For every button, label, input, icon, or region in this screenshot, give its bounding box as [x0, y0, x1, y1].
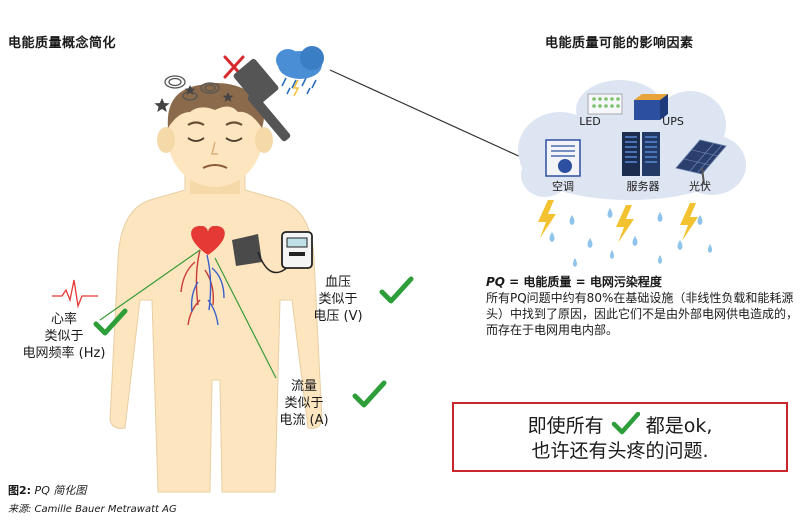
pq-heading-rest: = 电能质量 = 电网污染程度 — [505, 275, 662, 289]
lightning-icon — [538, 200, 698, 243]
star-icon — [154, 98, 170, 112]
pq-description: PQ = 电能质量 = 电网污染程度 所有PQ问题中约有80%在基础设施（非线性… — [486, 274, 802, 338]
storm-cloud-icon — [276, 46, 324, 97]
heart-rate-term: 心率 — [50, 312, 77, 327]
flow-similar: 类似于 — [284, 396, 324, 411]
hammer-icon — [233, 58, 291, 142]
air-conditioner-icon — [545, 139, 581, 177]
flow-term: 流量 — [290, 379, 317, 394]
ups-label: UPS — [662, 115, 684, 128]
left-title: 电能质量概念简化 — [8, 36, 117, 51]
heartbeat-icon — [52, 279, 98, 309]
check-icon — [611, 411, 640, 435]
ups-icon — [634, 94, 668, 120]
heart-connector — [99, 249, 201, 321]
blood-pressure-analog: 电压 (V) — [313, 309, 363, 324]
flow-analog: 电流 (A) — [279, 413, 329, 428]
flow-label: 流量 类似于 电流 (A) — [272, 378, 336, 429]
blood-pressure-label: 血压 类似于 电压 (V) — [306, 274, 370, 325]
person-figure — [109, 82, 323, 493]
callout-box: 即使所有 都是ok, 也许还有头疼的问题. — [452, 402, 788, 472]
figure-title: PQ 简化图 — [31, 484, 87, 497]
connector-line — [329, 69, 524, 159]
circulatory-system-icon — [180, 249, 225, 326]
heart-rate-analog: 电网频率 (Hz) — [22, 346, 106, 361]
pq-heading: PQ = 电能质量 = 电网污染程度 — [486, 274, 802, 290]
flow-connector — [214, 257, 277, 379]
check-icon — [93, 308, 128, 336]
ac-label: 空调 — [552, 180, 574, 193]
heart-rate-label: 心率 类似于 电网频率 (Hz) — [14, 311, 114, 362]
blood-pressure-term: 血压 — [324, 275, 351, 290]
figure-number: 图2: — [8, 484, 32, 497]
check-icon — [379, 276, 414, 304]
callout-line-1-after: 都是ok, — [645, 415, 713, 437]
led-label: LED — [579, 115, 601, 128]
check-icon — [352, 380, 387, 408]
callout-line-2: 也许还有头疼的问题. — [531, 440, 709, 462]
pq-body: 所有PQ问题中约有80%在基础设施（非线性负载和能耗源头）中找到了原因，因此它们… — [486, 291, 799, 337]
heart-rate-similar: 类似于 — [44, 329, 84, 344]
callout-line-1-before: 即使所有 — [527, 415, 604, 437]
pv-label: 光伏 — [689, 180, 711, 193]
blood-pressure-cuff-icon — [232, 231, 313, 274]
blood-pressure-similar: 类似于 — [318, 292, 358, 307]
callout-line-1: 即使所有 都是ok, — [454, 411, 786, 438]
pq-abbr: PQ — [486, 275, 505, 289]
server-icon — [622, 132, 660, 176]
figure-caption: 图2: PQ 简化图 — [8, 482, 86, 498]
raindrop-icon — [549, 208, 712, 267]
right-title: 电能质量可能的影响因素 — [545, 36, 694, 51]
source-caption: 来源: Camille Bauer Metrawatt AG — [8, 504, 177, 515]
solar-panel-icon — [675, 139, 727, 185]
server-label: 服务器 — [626, 180, 660, 193]
led-icon — [587, 93, 623, 115]
